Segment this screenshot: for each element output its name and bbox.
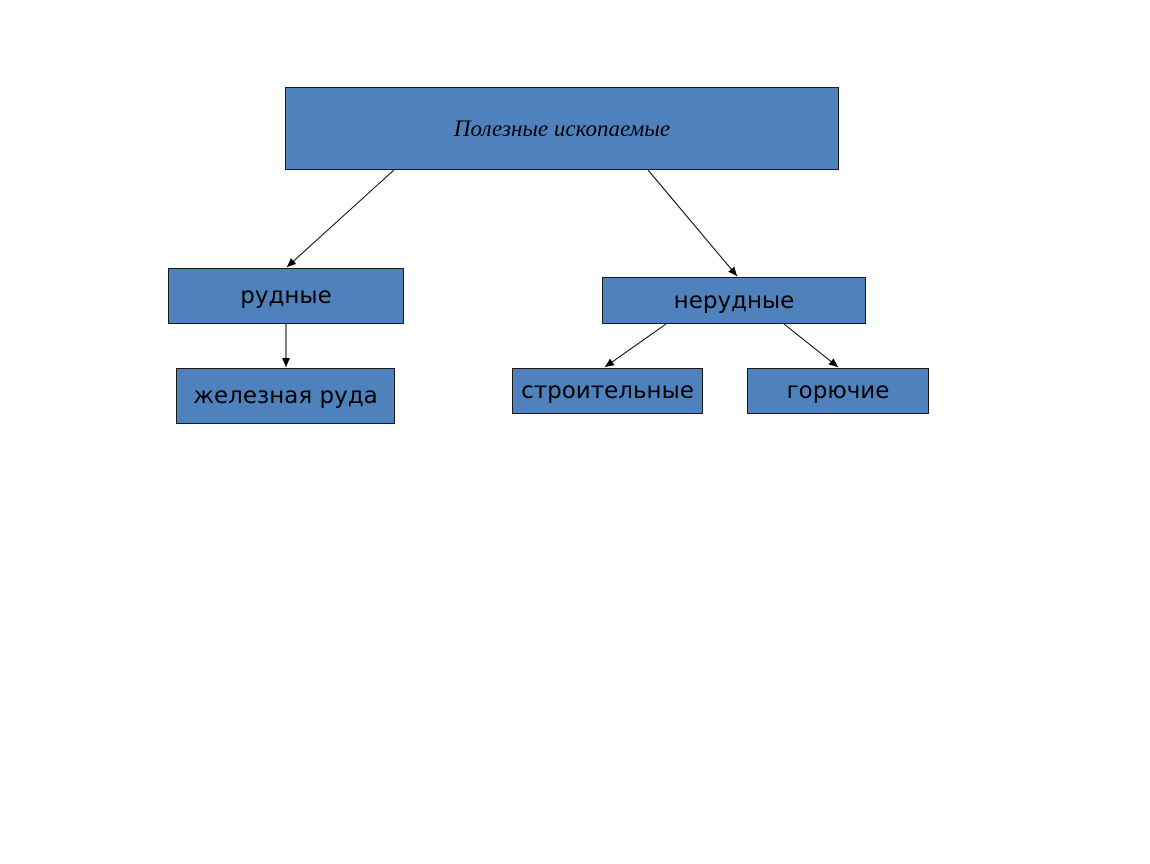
node-root-label: Полезные ископаемые [453,115,671,141]
node-iron-ore: железная руда [176,368,395,424]
node-nonore: нерудные [602,277,866,324]
edge-nonore-to-construction [604,323,667,368]
node-fuel: горючие [747,368,929,414]
node-iron-ore-label: железная руда [193,383,378,409]
node-fuel-label: горючие [786,378,890,404]
node-root: Полезные ископаемые [285,87,839,170]
edge-nonore-to-fuel [783,323,839,368]
node-construction-label: строительные [521,378,694,404]
node-construction: строительные [512,368,703,414]
edge-root-to-ore [286,169,395,268]
edge-root-to-nonore [647,169,738,277]
node-nonore-label: нерудные [673,287,795,314]
node-ore-label: рудные [240,283,332,309]
node-ore: рудные [168,268,404,324]
